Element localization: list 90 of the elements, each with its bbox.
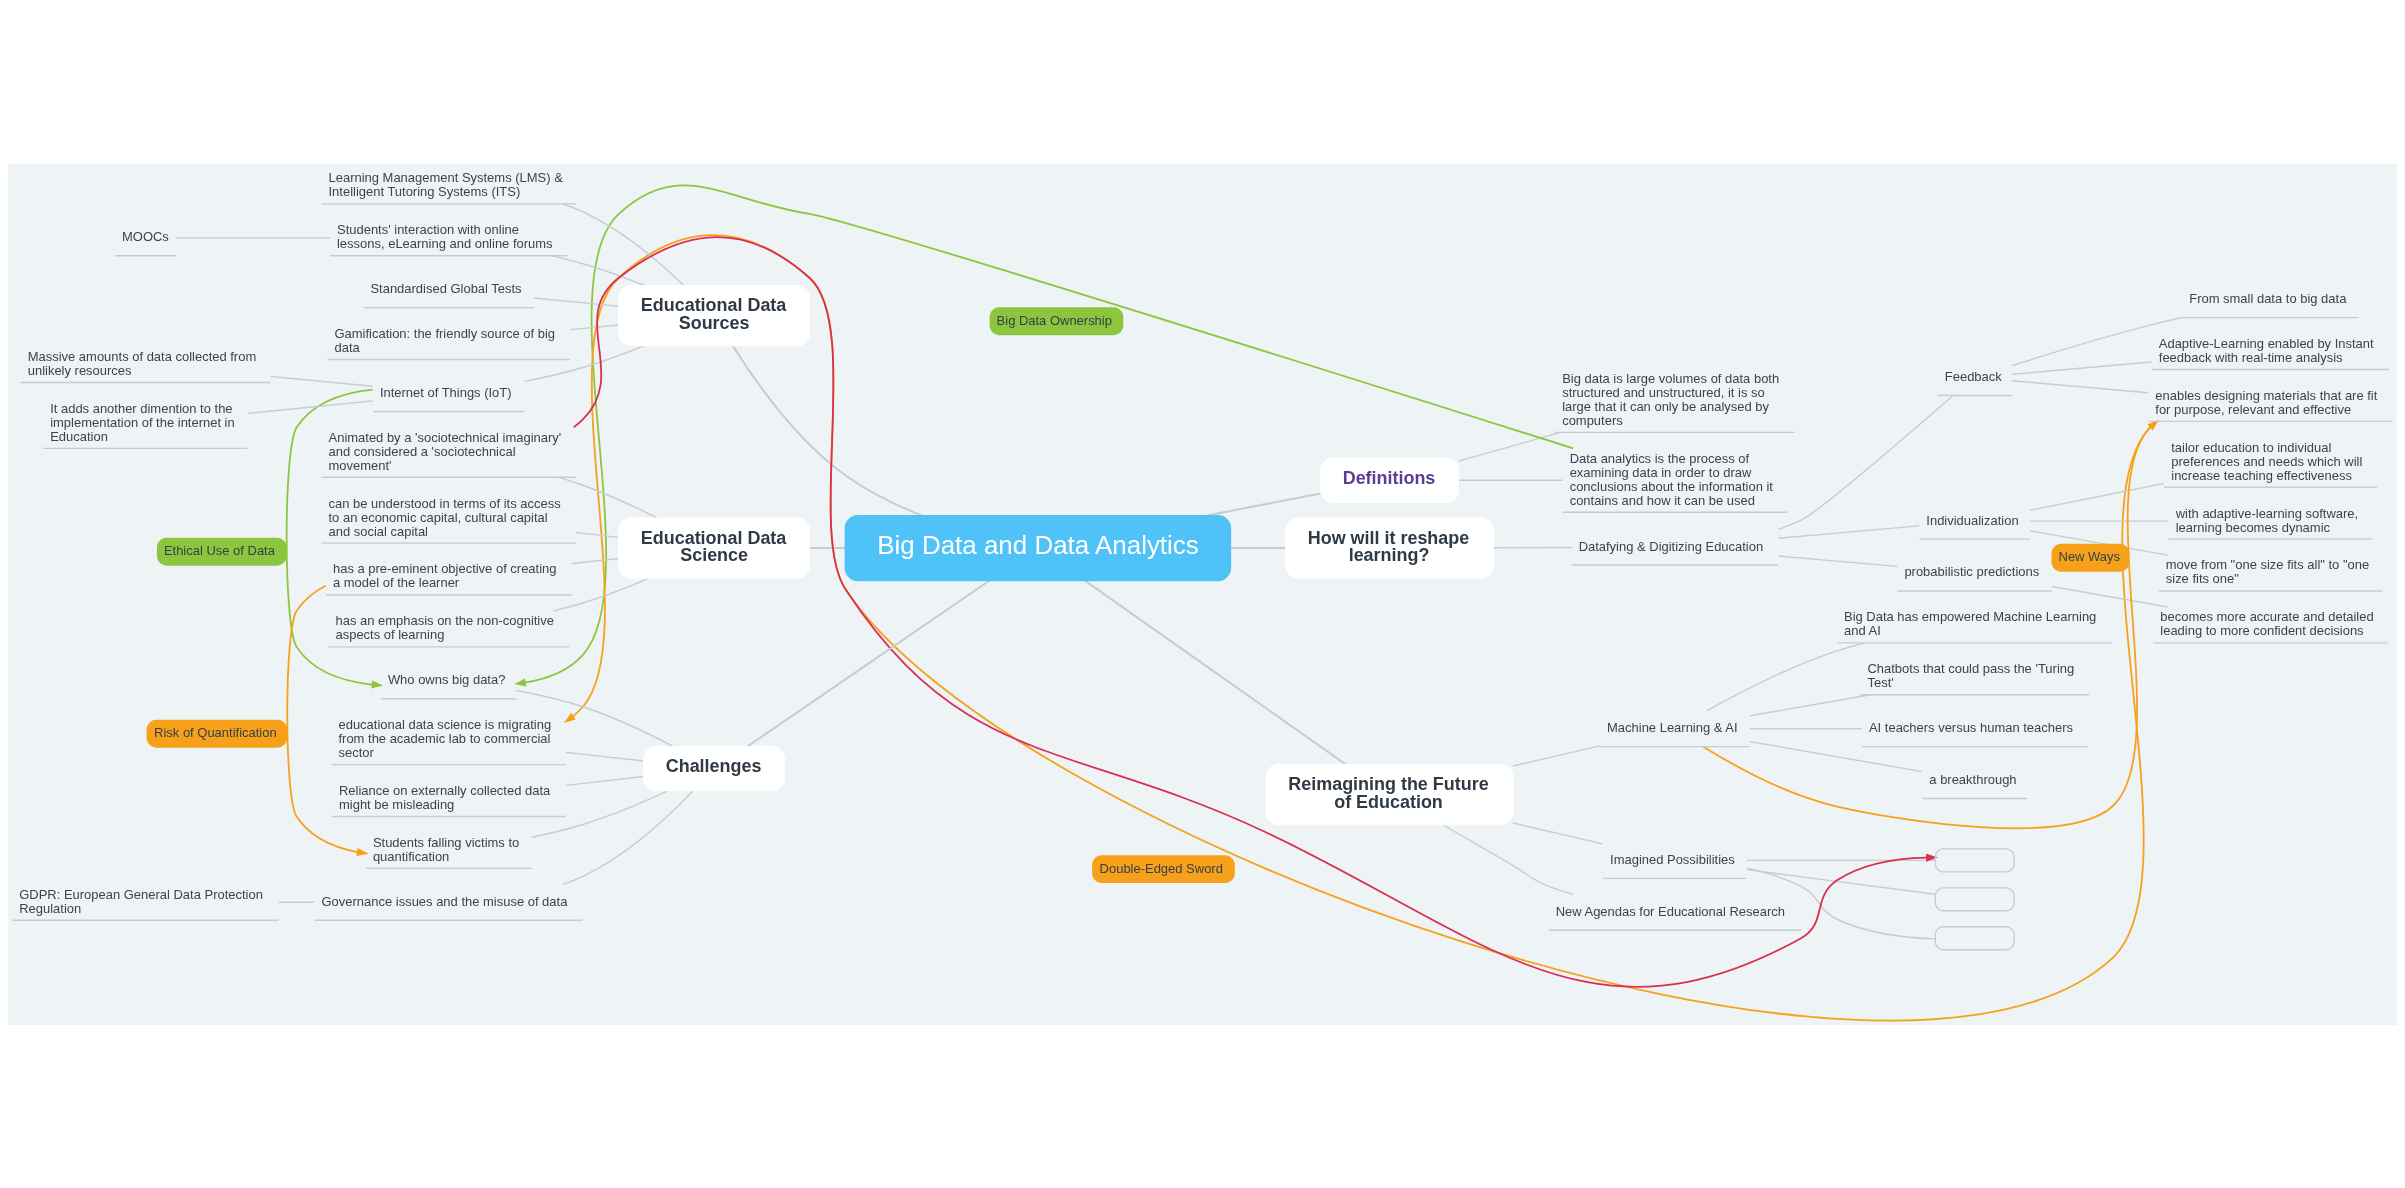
node-text: enables designing materials that are fit for purpose, relevant and effective [2155, 387, 2378, 417]
node-text: Standardised Global Tests [370, 280, 522, 296]
connector [575, 531, 620, 538]
node-box: Educational Data Science [618, 516, 811, 579]
connector [569, 323, 620, 330]
node-text: Chatbots that could pass the 'Turing Test' [1867, 660, 2075, 690]
connector [1749, 740, 1923, 772]
node-text: Adaptive-Learning enabled by Instant feedback with real-time analysis [2158, 335, 2374, 365]
connector [1777, 554, 1899, 567]
connector [1746, 859, 1936, 861]
node-text: can be understood in terms of its access to an economic capital, cultural capital and social capital [328, 495, 561, 539]
connector [1777, 394, 1954, 530]
connector [1746, 867, 1936, 940]
connector [2011, 316, 2183, 366]
connector [247, 399, 374, 414]
node-box [1934, 925, 2015, 950]
edge-label: Double-Edged Sword [1099, 860, 1223, 875]
node-text: move from "one size fits all" to "one size fits one" [2165, 556, 2370, 586]
edge-label: Risk of Quantification [154, 724, 277, 740]
connector [1746, 868, 1936, 895]
node-box [1934, 847, 2015, 873]
connector [533, 296, 620, 307]
node-text: educational data science is migrating from the academic lab to commercial sector [338, 716, 552, 760]
connector [1229, 546, 1287, 549]
connector [1457, 431, 1562, 462]
connector [808, 546, 847, 549]
node-text: has a pre-eminent objective of creating a model of the learner [333, 560, 557, 590]
node-text: Gamification: the friendly source of big data [334, 325, 556, 355]
node-text: Machine Learning & AI [1607, 719, 1738, 735]
node-text: New Agendas for Educational Research [1555, 903, 1785, 919]
connector [1749, 727, 1863, 729]
connector [1512, 744, 1601, 767]
node-text: Imagined Possibilities [1610, 851, 1735, 867]
node-text: with adaptive-learning software, learning becomes dynamic [2175, 505, 2359, 535]
node-text: probabilistic predictions [1904, 563, 2040, 579]
arrow [1702, 419, 2159, 829]
connector [1492, 546, 1573, 548]
node-text: Individualization [1926, 512, 2019, 528]
connector [562, 202, 685, 286]
node-text: a breakthrough [1929, 771, 2017, 787]
node-box: Big Data and Data Analytics [844, 514, 1232, 581]
node-box: Challenges [643, 745, 786, 791]
node-text: Big data is large volumes of data both structured and unstructured, it is so large that it can only be analysed by computers [1562, 370, 1780, 428]
node-box: How will it reshape learning? [1285, 516, 1495, 579]
connector [1749, 693, 1872, 716]
node-text: Data analytics is the process of examining data in order to draw conclusions about the information it contains and how it can be used [1569, 450, 1773, 508]
connector [2011, 360, 2153, 375]
node-text: MOOCs [122, 228, 169, 244]
connector [1512, 821, 1604, 845]
node-box: Definitions [1320, 457, 1460, 503]
node-text: It adds another dimention to the implementation of the internet in Education [50, 400, 235, 444]
node-box: Reimagining the Future of Education [1265, 763, 1514, 825]
node-text: Internet of Things (IoT) [379, 384, 512, 400]
node-text: AI teachers versus human teachers [1868, 719, 2073, 735]
node-text: Students' interaction with online lessons, eLearning and online forums [337, 221, 553, 251]
arrow [514, 184, 1574, 686]
edge-label: Ethical Use of Data [163, 542, 275, 558]
connector [1777, 524, 1920, 539]
node-text: From small data to big data [2189, 290, 2347, 306]
node-text: becomes more accurate and detailed leading to more confident decisions [2160, 608, 2374, 638]
arrow [572, 235, 1938, 987]
node-text: has an emphasis on the non-cognitive aspects of learning [335, 612, 554, 642]
connector [278, 901, 315, 903]
node-text: Reliance on externally collected data might be misleading [339, 782, 551, 812]
connector [2011, 379, 2149, 393]
node-text: tailor education to individual preferences and needs which will increase teaching effectiveness [2171, 439, 2363, 483]
edge-label: Big Data Ownership [996, 312, 1112, 328]
connector [564, 775, 645, 786]
node-box [1934, 886, 2015, 911]
node-text: Animated by a 'sociotechnical imaginary' and considered a 'sociotechnical movement' [328, 429, 562, 473]
connector [565, 751, 645, 762]
node-text: Governance issues and the misuse of data [321, 893, 568, 909]
node-text: Big Data has empowered Machine Learning and AI [1844, 608, 2097, 638]
node-text: Feedback [1944, 368, 2002, 384]
node-text: Who owns big data? [387, 671, 506, 687]
connector [2029, 482, 2165, 511]
connector [1441, 823, 1574, 895]
node-text: Learning Management Systems (LMS) & Intelligent Tutoring Systems (ITS) [328, 169, 563, 199]
arrow [286, 584, 369, 856]
connector [1457, 479, 1564, 481]
arrow [285, 388, 384, 689]
node-text: Datafying & Digitizing Education [1578, 538, 1764, 554]
connector [269, 375, 374, 387]
connector [571, 557, 620, 564]
edge-label: New Ways [2058, 548, 2121, 564]
node-text: GDPR: European General Data Protection Regulation [19, 886, 263, 916]
node-text: Students falling victims to quantification [372, 834, 520, 864]
node-box: Educational Data Sources [618, 284, 811, 346]
node-text: Massive amounts of data collected from unlikely resources [27, 348, 257, 378]
connector [2051, 585, 2169, 608]
